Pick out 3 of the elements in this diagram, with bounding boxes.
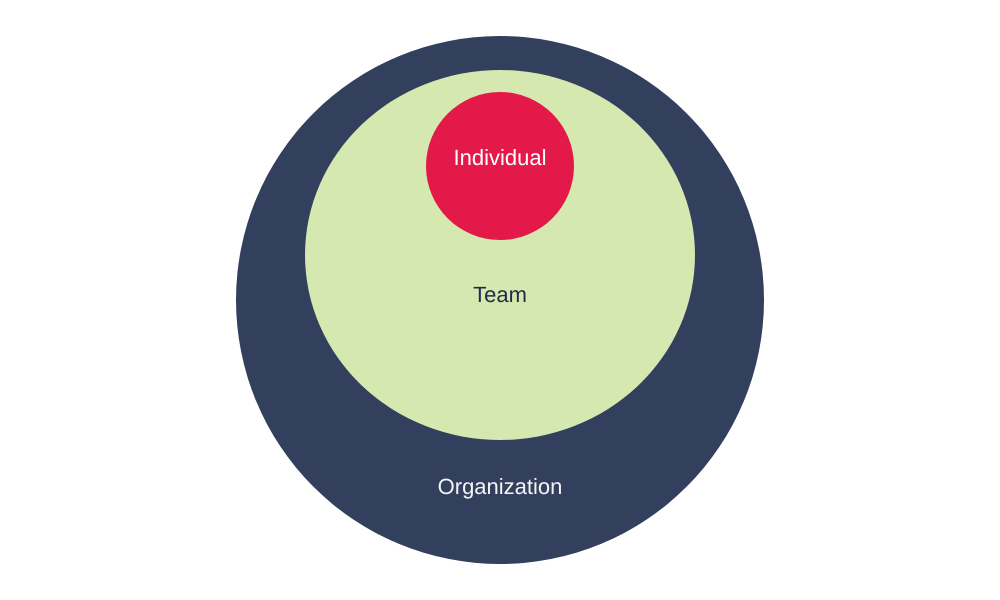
node-label: Team — [473, 281, 527, 309]
node-label: Organization — [438, 473, 562, 501]
node-label: Individual — [454, 144, 546, 172]
